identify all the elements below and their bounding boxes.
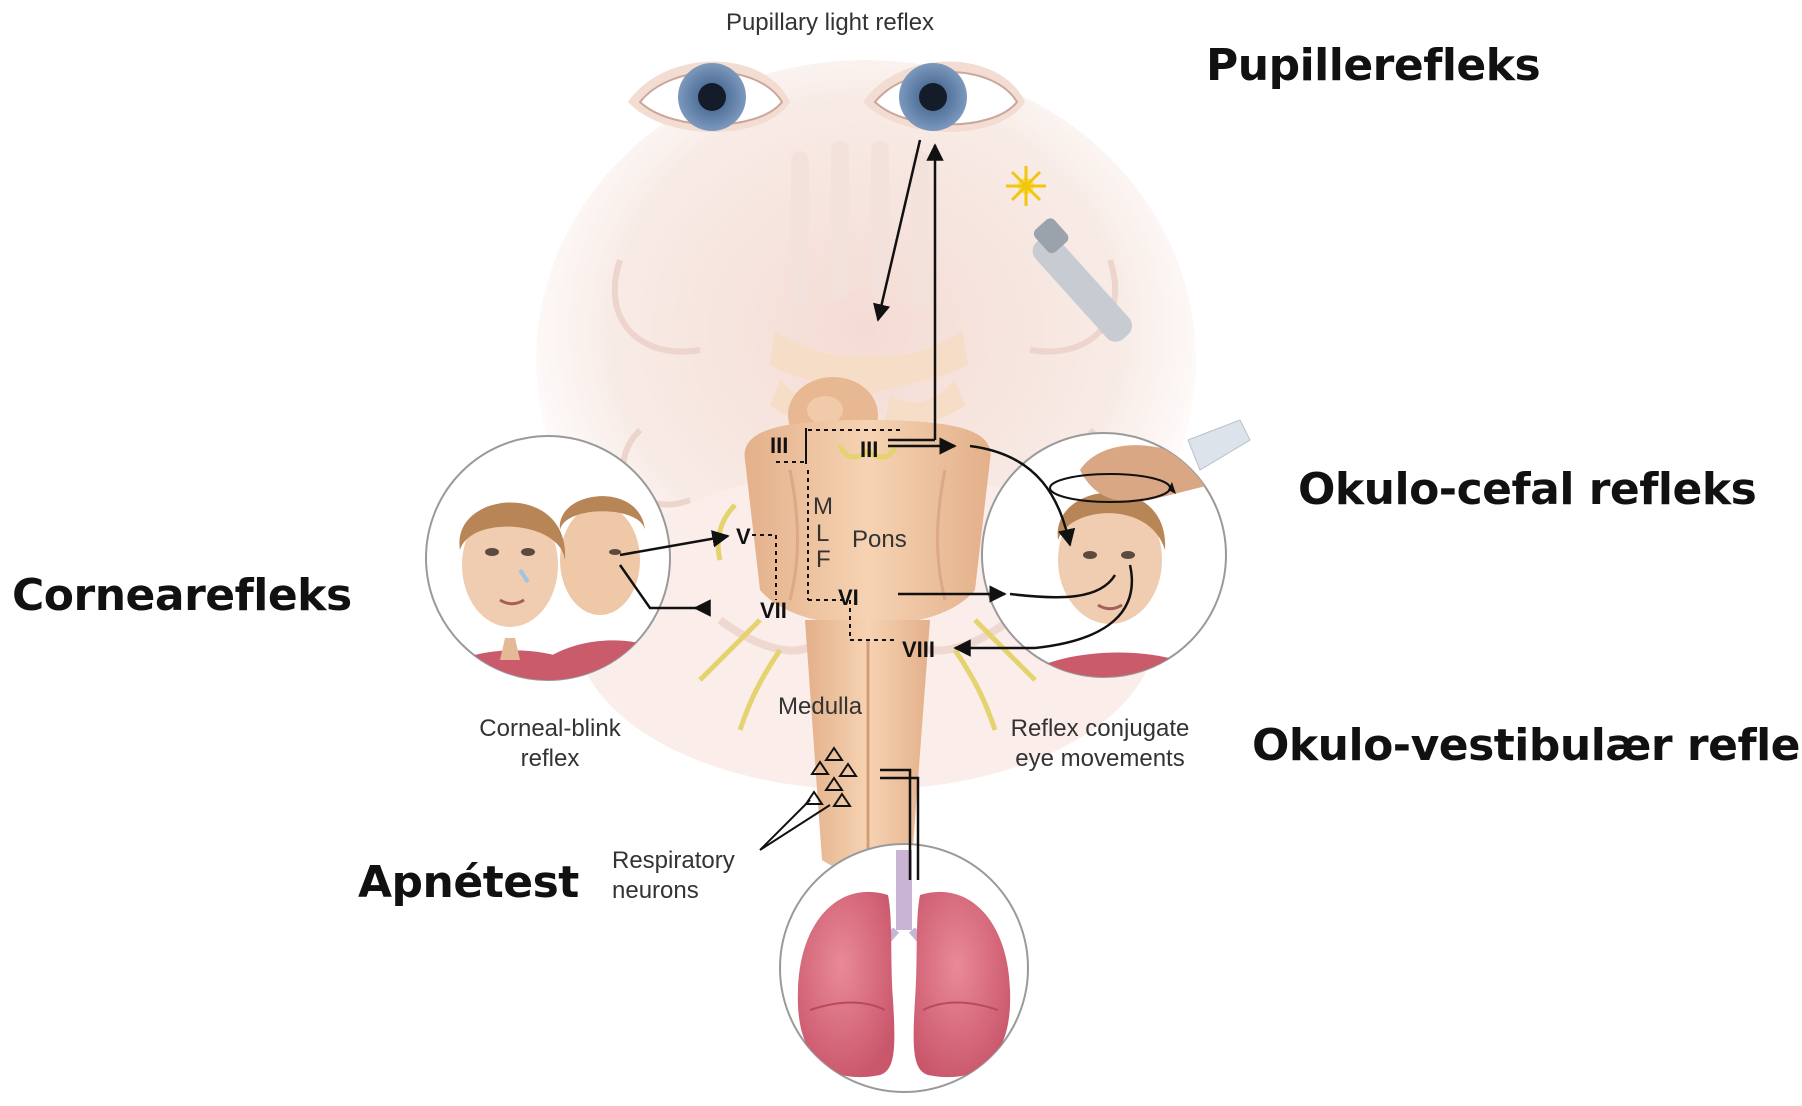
medulla-label: Medulla: [778, 693, 862, 721]
conjugate-eye-movements-label: Reflex conjugate eye movements: [980, 714, 1220, 774]
mlf-m: M: [813, 493, 833, 521]
apnetest-label: Apnétest: [358, 857, 579, 908]
mlf-l: L: [816, 520, 829, 548]
nerve-vii: VII: [760, 598, 787, 624]
nerve-iii-left: III: [770, 433, 788, 459]
nerve-iii-right: III: [860, 437, 878, 463]
cornearefleks-label: Cornearefleks: [12, 570, 352, 621]
okulo-vestibular-refleks-label: Okulo-vestibulær refleks: [1252, 720, 1802, 771]
corneal-blink-reflex-label: Corneal-blink reflex: [440, 714, 660, 774]
pons-label: Pons: [852, 526, 907, 554]
respiratory-neurons-label: Respiratory neurons: [612, 846, 762, 906]
pupillary-light-reflex-label: Pupillary light reflex: [700, 8, 960, 38]
nerve-viii: VIII: [902, 637, 935, 663]
nerve-vi: VI: [838, 585, 859, 611]
okulo-cefal-refleks-label: Okulo-cefal refleks: [1298, 464, 1756, 515]
lungs-inset: [780, 844, 1028, 1092]
mlf-f: F: [816, 546, 831, 574]
pupillerefleks-label: Pupillerefleks: [1206, 40, 1540, 91]
left-eye: [628, 62, 790, 133]
nerve-v: V: [736, 524, 751, 550]
